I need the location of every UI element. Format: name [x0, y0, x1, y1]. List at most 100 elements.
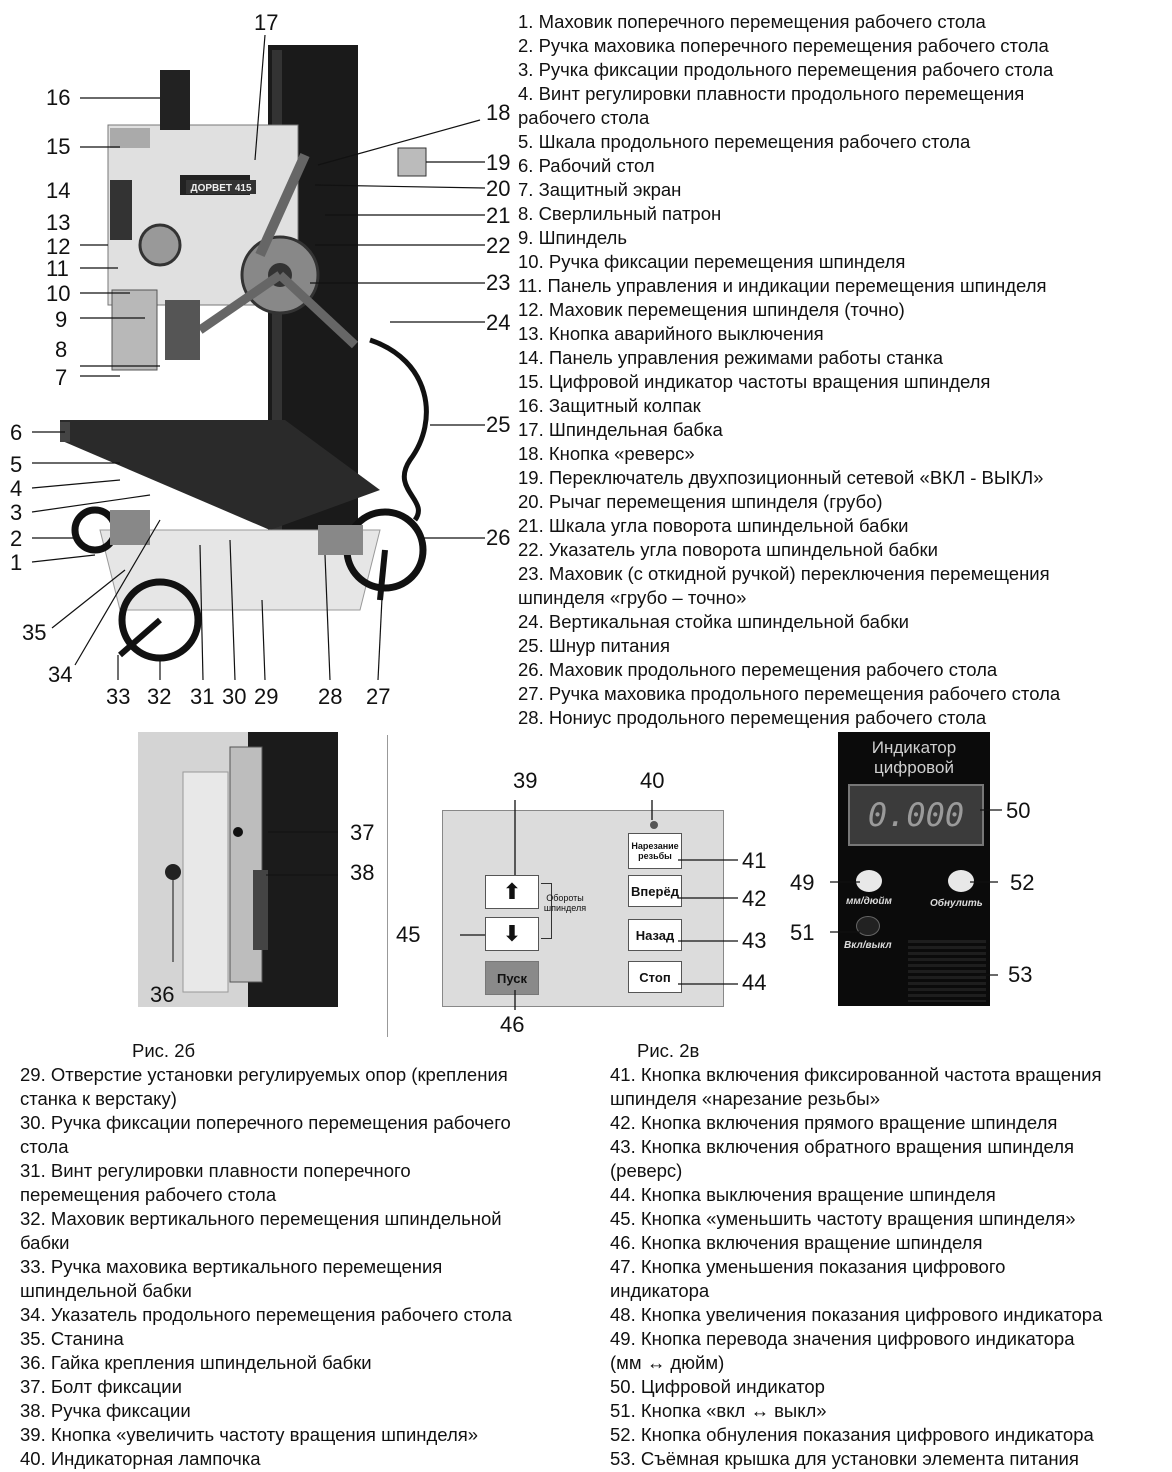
- callout-18: 18: [486, 102, 510, 124]
- legend-line: 17. Шпиндельная бабка: [518, 418, 1172, 442]
- legend-line: 50. Цифровой индикатор: [610, 1375, 1102, 1399]
- legend-line: 5. Шкала продольного перемещения рабочег…: [518, 130, 1172, 154]
- legend-line: 1. Маховик поперечного перемещения рабоч…: [518, 10, 1172, 34]
- callout-34: 34: [48, 664, 72, 686]
- callout-27: 27: [366, 686, 390, 708]
- indicator-title-2: цифровой: [838, 758, 990, 778]
- callout-26: 26: [486, 527, 510, 549]
- legend-line: 34. Указатель продольного перемещения ра…: [20, 1303, 512, 1327]
- callout-2: 2: [10, 528, 22, 550]
- callout-36: 36: [150, 984, 174, 1006]
- callout-22: 22: [486, 235, 510, 257]
- legend-line: 39. Кнопка «увеличить частоту вращения ш…: [20, 1423, 512, 1447]
- callout-5: 5: [10, 454, 22, 476]
- legend-line: 24. Вертикальная стойка шпиндельной бабк…: [518, 610, 1172, 634]
- callout-17: 17: [254, 12, 278, 34]
- legend-line: 37. Болт фиксации: [20, 1375, 512, 1399]
- legend-line: 43. Кнопка включения обратного вращения …: [610, 1135, 1102, 1159]
- legend-bottom-right: 41. Кнопка включения фиксированной часто…: [610, 1063, 1102, 1471]
- legend-line: 18. Кнопка «реверс»: [518, 442, 1172, 466]
- callout-8: 8: [55, 339, 67, 361]
- callout-46: 46: [500, 1014, 524, 1036]
- callout-51: 51: [790, 922, 814, 944]
- legend-line: 36. Гайка крепления шпиндельной бабки: [20, 1351, 512, 1375]
- callout-25: 25: [486, 414, 510, 436]
- callout-29: 29: [254, 686, 278, 708]
- legend-line: 30. Ручка фиксации поперечного перемещен…: [20, 1111, 512, 1135]
- legend-line: 51. Кнопка «вкл ↔ выкл»: [610, 1399, 1102, 1423]
- legend-line: шпинделя «нарезание резьбы»: [610, 1087, 1102, 1111]
- legend-line: 45. Кнопка «уменьшить частоту вращения ш…: [610, 1207, 1102, 1231]
- callout-19: 19: [486, 152, 510, 174]
- legend-line: бабки: [20, 1231, 512, 1255]
- legend-line: 8. Сверлильный патрон: [518, 202, 1172, 226]
- machine-figure: ДОРВЕТ 415 17 16 15 14 13 12 11 10 9 8 7…: [0, 0, 520, 720]
- legend-line: 7. Защитный экран: [518, 178, 1172, 202]
- callout-4: 4: [10, 478, 22, 500]
- legend-line: 47. Кнопка уменьшения показания цифровог…: [610, 1255, 1102, 1279]
- panel-leaders: [420, 795, 760, 1035]
- legend-line: 16. Защитный колпак: [518, 394, 1172, 418]
- legend-line: шпинделя «грубо – точно»: [518, 586, 1172, 610]
- legend-line: 26. Маховик продольного перемещения рабо…: [518, 658, 1172, 682]
- callout-7: 7: [55, 367, 67, 389]
- callout-41: 41: [742, 850, 766, 872]
- callout-50: 50: [1006, 800, 1030, 822]
- callout-44: 44: [742, 972, 766, 994]
- legend-line: 21. Шкала угла поворота шпиндельной бабк…: [518, 514, 1172, 538]
- legend-line: 25. Шнур питания: [518, 634, 1172, 658]
- callout-40: 40: [640, 770, 664, 792]
- legend-line: 22. Указатель угла поворота шпиндельной …: [518, 538, 1172, 562]
- callout-24: 24: [486, 312, 510, 334]
- callout-42: 42: [742, 888, 766, 910]
- legend-line: 9. Шпиндель: [518, 226, 1172, 250]
- legend-line: 46. Кнопка включения вращение шпинделя: [610, 1231, 1102, 1255]
- indicator-leaders: [820, 790, 1020, 990]
- callout-20: 20: [486, 178, 510, 200]
- callout-16: 16: [46, 87, 70, 109]
- legend-line: 48. Кнопка увеличения показания цифровог…: [610, 1303, 1102, 1327]
- legend-bottom-left: 29. Отверстие установки регулируемых опо…: [20, 1063, 512, 1471]
- legend-line: 33. Ручка маховика вертикального перемещ…: [20, 1255, 512, 1279]
- callout-14: 14: [46, 180, 70, 202]
- legend-line: стола: [20, 1135, 512, 1159]
- legend-line: рабочего стола: [518, 106, 1172, 130]
- callout-3: 3: [10, 502, 22, 524]
- callout-37: 37: [350, 822, 374, 844]
- callout-39: 39: [513, 770, 537, 792]
- legend-line: 53. Съёмная крышка для установки элемент…: [610, 1447, 1102, 1471]
- legend-line: 38. Ручка фиксации: [20, 1399, 512, 1423]
- callout-33: 33: [106, 686, 130, 708]
- legend-line: 2. Ручка маховика поперечного перемещени…: [518, 34, 1172, 58]
- callout-12: 12: [46, 236, 70, 258]
- callout-10: 10: [46, 283, 70, 305]
- callout-43: 43: [742, 930, 766, 952]
- callout-28: 28: [318, 686, 342, 708]
- legend-line: шпиндельной бабки: [20, 1279, 512, 1303]
- legend-line: перемещения рабочего стола: [20, 1183, 512, 1207]
- legend-line: 11. Панель управления и индикации переме…: [518, 274, 1172, 298]
- legend-line: 13. Кнопка аварийного выключения: [518, 322, 1172, 346]
- legend-line: индикатора: [610, 1279, 1102, 1303]
- legend-line: 42. Кнопка включения прямого вращение шп…: [610, 1111, 1102, 1135]
- legend-line: 12. Маховик перемещения шпинделя (точно): [518, 298, 1172, 322]
- indicator-title-1: Индикатор: [838, 738, 990, 758]
- legend-line: 49. Кнопка перевода значения цифрового и…: [610, 1327, 1102, 1351]
- callout-35: 35: [22, 622, 46, 644]
- legend-line: 35. Станина: [20, 1327, 512, 1351]
- legend-line: 14. Панель управления режимами работы ст…: [518, 346, 1172, 370]
- callout-13: 13: [46, 212, 70, 234]
- milling-machine-drawing: ДОРВЕТ 415: [0, 0, 520, 720]
- legend-line: 20. Рычаг перемещения шпинделя (грубо): [518, 490, 1172, 514]
- brand-plate: ДОРВЕТ 415: [190, 183, 251, 194]
- legend-line: (мм ↔ дюйм): [610, 1351, 1102, 1375]
- legend-line: 41. Кнопка включения фиксированной часто…: [610, 1063, 1102, 1087]
- callout-52: 52: [1010, 872, 1034, 894]
- legend-line: 31. Винт регулировки плавности поперечно…: [20, 1159, 512, 1183]
- legend-line: 27. Ручка маховика продольного перемещен…: [518, 682, 1172, 706]
- legend-line: 19. Переключатель двухпозиционный сетево…: [518, 466, 1172, 490]
- callout-49: 49: [790, 872, 814, 894]
- legend-line: 23. Маховик (с откидной ручкой) переключ…: [518, 562, 1172, 586]
- callout-45: 45: [396, 924, 420, 946]
- legend-line: (реверс): [610, 1159, 1102, 1183]
